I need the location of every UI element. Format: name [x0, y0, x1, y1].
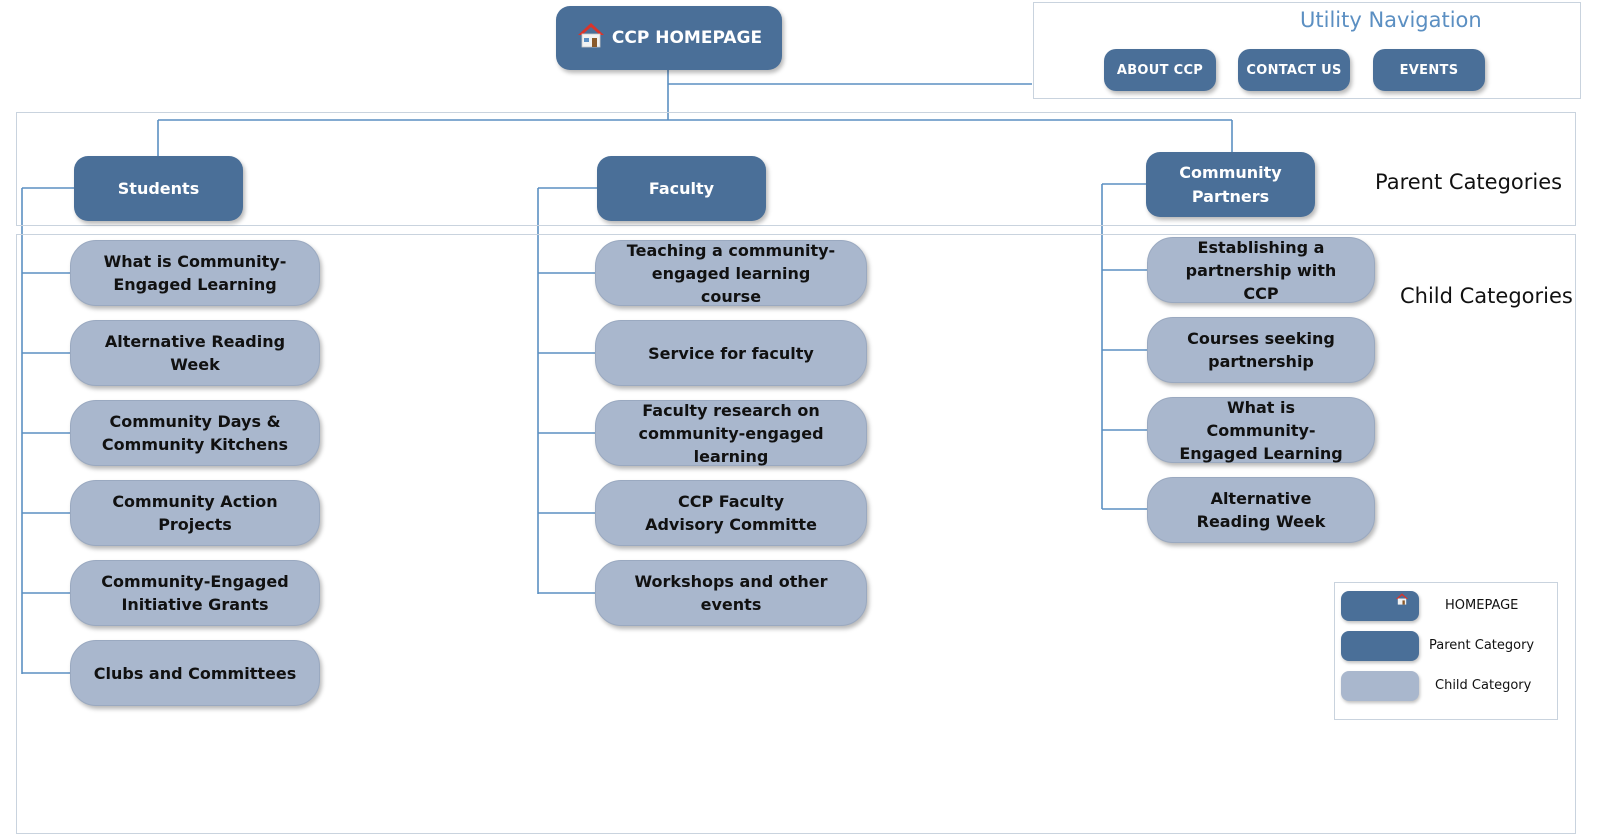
child-community-partners-item[interactable]: What is Community-Engaged Learning — [1147, 397, 1375, 463]
legend-homepage-swatch — [1341, 591, 1419, 621]
child-categories-label: Child Categories — [1400, 284, 1573, 308]
house-icon — [576, 20, 606, 57]
utility-navigation-title: Utility Navigation — [1300, 8, 1482, 32]
child-students-item[interactable]: Clubs and Committees — [70, 640, 320, 706]
parent-categories-label: Parent Categories — [1375, 170, 1563, 194]
child-students-item[interactable]: Alternative Reading Week — [70, 320, 320, 386]
legend-parent-swatch — [1341, 631, 1419, 661]
child-faculty-item[interactable]: Teaching a community-engaged learning co… — [595, 240, 867, 306]
child-students-item[interactable]: Community Action Projects — [70, 480, 320, 546]
child-students-item[interactable]: Community Days & Community Kitchens — [70, 400, 320, 466]
child-community-partners-item[interactable]: Establishing a partnership with CCP — [1147, 237, 1375, 303]
legend: HOMEPAGE Parent Category Child Category — [1334, 582, 1558, 720]
parent-community-partners-button[interactable]: Community Partners — [1146, 152, 1315, 217]
child-students-item[interactable]: What is Community-Engaged Learning — [70, 240, 320, 306]
child-faculty-item[interactable]: Workshops and other events — [595, 560, 867, 626]
homepage-button[interactable]: CCP HOMEPAGE — [556, 6, 782, 70]
legend-parent-label: Parent Category — [1429, 638, 1535, 653]
child-community-partners-item[interactable]: Alternative Reading Week — [1147, 477, 1375, 543]
parent-students-button[interactable]: Students — [74, 156, 243, 221]
child-community-partners-item[interactable]: Courses seeking partnership — [1147, 317, 1375, 383]
parent-faculty-button[interactable]: Faculty — [597, 156, 766, 221]
legend-child-swatch — [1341, 671, 1419, 701]
contact-us-button[interactable]: CONTACT US — [1238, 49, 1350, 91]
homepage-label: CCP HOMEPAGE — [611, 28, 763, 48]
child-faculty-item[interactable]: Service for faculty — [595, 320, 867, 386]
house-icon — [1395, 592, 1409, 611]
about-ccp-button[interactable]: ABOUT CCP — [1104, 49, 1216, 91]
parent-categories-frame — [16, 112, 1576, 226]
events-button[interactable]: EVENTS — [1373, 49, 1485, 91]
child-students-item[interactable]: Community-Engaged Initiative Grants — [70, 560, 320, 626]
child-faculty-item[interactable]: CCP Faculty Advisory Committe — [595, 480, 867, 546]
utility-navigation-frame — [1033, 2, 1581, 99]
legend-homepage-label: HOMEPAGE — [1445, 598, 1519, 613]
child-faculty-item[interactable]: Faculty research on community-engaged le… — [595, 400, 867, 466]
legend-child-label: Child Category — [1435, 678, 1532, 693]
